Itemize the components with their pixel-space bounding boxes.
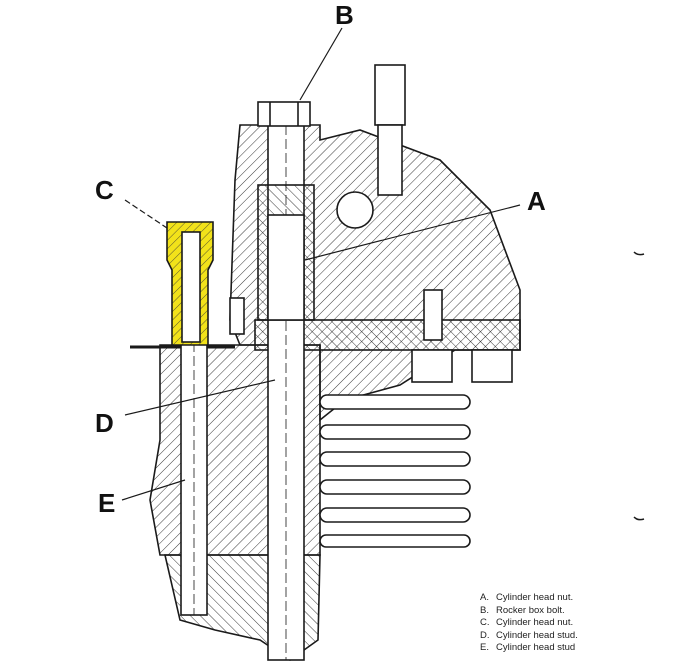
legend-text: Cylinder head nut. bbox=[496, 617, 574, 628]
legend-item: C. Cylinder head nut. bbox=[480, 617, 578, 630]
cooling-fins bbox=[319, 394, 471, 548]
callout-e: E bbox=[98, 488, 116, 518]
nut bbox=[411, 349, 453, 383]
nut bbox=[471, 349, 513, 383]
legend-text: Cylinder head stud bbox=[496, 642, 576, 653]
legend-item: D. Cylinder head stud. bbox=[480, 630, 578, 643]
oil-passage bbox=[336, 191, 374, 229]
legend-key: A. bbox=[480, 592, 489, 603]
legend-key: D. bbox=[480, 629, 490, 641]
legend-text: Cylinder head nut. bbox=[496, 592, 574, 603]
legend-key: B. bbox=[480, 604, 489, 616]
legend-key: C. bbox=[480, 617, 490, 628]
legend-key: E. bbox=[480, 642, 489, 653]
callout-c: C bbox=[95, 175, 114, 205]
legend-text: Rocker box bolt. bbox=[496, 604, 565, 616]
legend-item: B. Rocker box bolt. bbox=[480, 605, 578, 618]
rocker-box-bolt-b bbox=[257, 101, 311, 127]
legend: A.Cylinder head nut. B.Rocker box bolt. … bbox=[480, 592, 578, 655]
legend-text: Cylinder head stud. bbox=[496, 629, 578, 641]
callout-a: A bbox=[527, 186, 546, 216]
legend-item: A. Cylinder head nut. bbox=[480, 592, 578, 605]
callout-b: B bbox=[335, 0, 354, 30]
legend-item: E. Cylinder head stud bbox=[480, 642, 578, 655]
callout-d: D bbox=[95, 408, 114, 438]
